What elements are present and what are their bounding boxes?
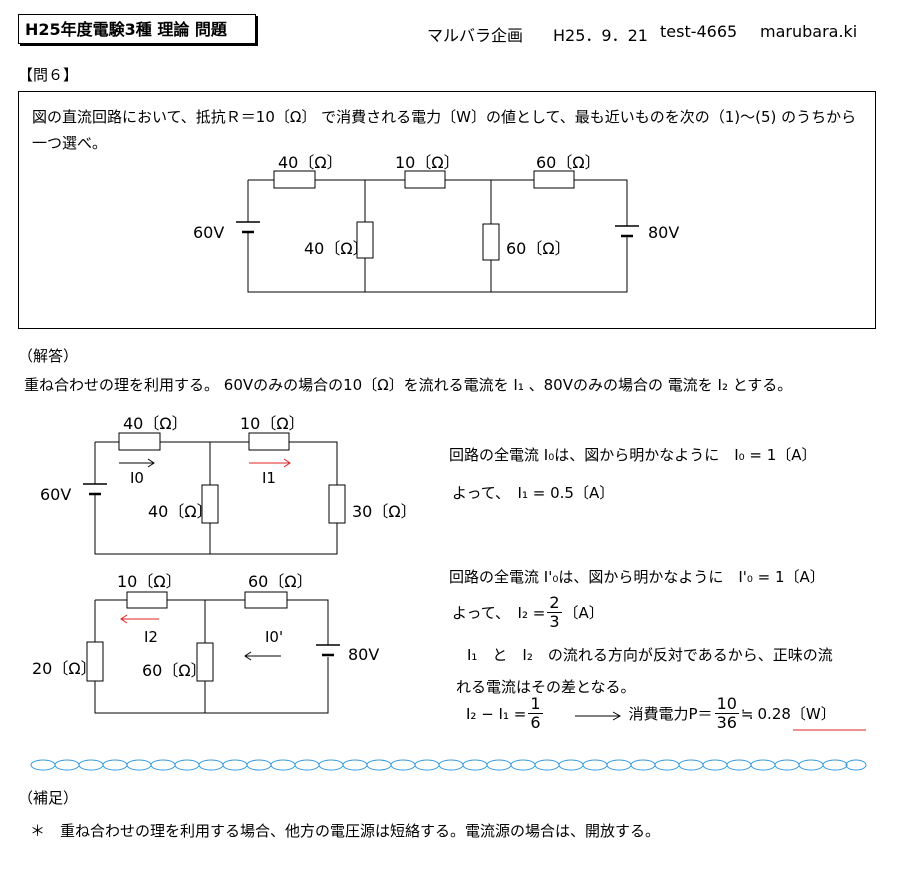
publisher: マルバラ企画 — [427, 26, 524, 45]
label-r1: 40〔Ω〕 — [278, 153, 343, 172]
label-v1: 60V — [193, 223, 225, 242]
c2-label-r-top-right: 60〔Ω〕 — [248, 572, 313, 591]
frac-num: 2 — [547, 593, 562, 613]
frac-den: 6 — [530, 713, 541, 732]
supplement-heading: （補足） — [18, 789, 79, 807]
document-title: H25年度電験3種 理論 問題 — [18, 14, 256, 44]
approx-sign: ≒ — [740, 704, 754, 723]
resistor-r1 — [273, 170, 316, 189]
label-r5: 60〔Ω〕 — [506, 239, 571, 258]
explanation-line6: れる電流はその差となる。 — [456, 678, 636, 696]
chain-divider — [30, 759, 867, 771]
answer-heading: （解答） — [18, 347, 79, 365]
question-number: 【問６】 — [18, 66, 79, 84]
power-label: 消費電力P＝ — [628, 705, 713, 723]
question-text: 図の直流回路において、抵抗Ｒ＝10〔Ω〕 で消費される電力〔W〕の値として、最も… — [32, 108, 857, 152]
c2-label-r-left: 20〔Ω〕 — [32, 659, 97, 678]
explanation-line2: よって、 I₁ = 0.5〔A〕 — [452, 484, 615, 502]
resistor-r2 — [404, 170, 446, 189]
c2-label-r-mid: 60〔Ω〕 — [142, 661, 207, 680]
explanation-line1: 回路の全電流 I₀は、図から明かなように I₀ = 1〔A〕 — [449, 446, 817, 464]
date: H25．9．21 — [553, 26, 648, 45]
c1-label-source: 60V — [40, 485, 72, 504]
label-v2: 80V — [648, 223, 680, 242]
frac-den: 3 — [549, 612, 560, 631]
label-r2: 10〔Ω〕 — [395, 153, 460, 172]
frac-num: 1 — [528, 694, 543, 714]
line4-suffix: 〔A〕 — [563, 604, 604, 622]
c2-label-r-top-left: 10〔Ω〕 — [117, 572, 182, 591]
line4-prefix: よって、 I₂ = — [452, 604, 546, 622]
explanation-line5: I₁ と I₂ の流れる方向が反対であるから、正味の流 — [467, 646, 833, 664]
eq-prefix: I₂ − I₁ = — [466, 704, 527, 723]
label-r4: 40〔Ω〕 — [304, 239, 369, 258]
c1-label-r-top-left: 40〔Ω〕 — [123, 414, 188, 433]
power-result: 0.28〔W〕 — [757, 705, 836, 723]
question-box — [18, 91, 876, 329]
frac-num: 10 — [714, 694, 739, 714]
supplement-text: ＊ 重ね合わせの理を利用する場合、他方の電圧源は短絡する。電流源の場合は、開放す… — [30, 822, 661, 840]
explanation-line3: 回路の全電流 I'₀は、図から明かなように I'₀ = 1〔A〕 — [449, 568, 825, 586]
c2-label-i0p: I0' — [265, 628, 284, 646]
resistor-r3 — [533, 170, 575, 189]
c2-label-i2: I2 — [144, 628, 158, 646]
c1-label-r-right: 30〔Ω〕 — [352, 502, 417, 521]
label-r3: 60〔Ω〕 — [536, 153, 601, 172]
resistor-r5 — [482, 223, 500, 261]
resistor-r4 — [356, 221, 374, 259]
c1-label-r-mid: 40〔Ω〕 — [148, 502, 213, 521]
c1-label-i0: I0 — [130, 469, 144, 487]
c2-label-source: 80V — [348, 645, 380, 664]
answer-intro: 重ね合わせの理を利用する。 60Vのみの場合の10〔Ω〕を流れる電流を I₁ 、… — [24, 376, 793, 394]
doc-code: test-4665 — [660, 22, 738, 41]
site-name: marubara.ki — [760, 22, 858, 41]
frac-den: 36 — [716, 713, 737, 732]
c1-label-r-top-right: 10〔Ω〕 — [240, 414, 305, 433]
c1-label-i1: I1 — [262, 469, 276, 487]
